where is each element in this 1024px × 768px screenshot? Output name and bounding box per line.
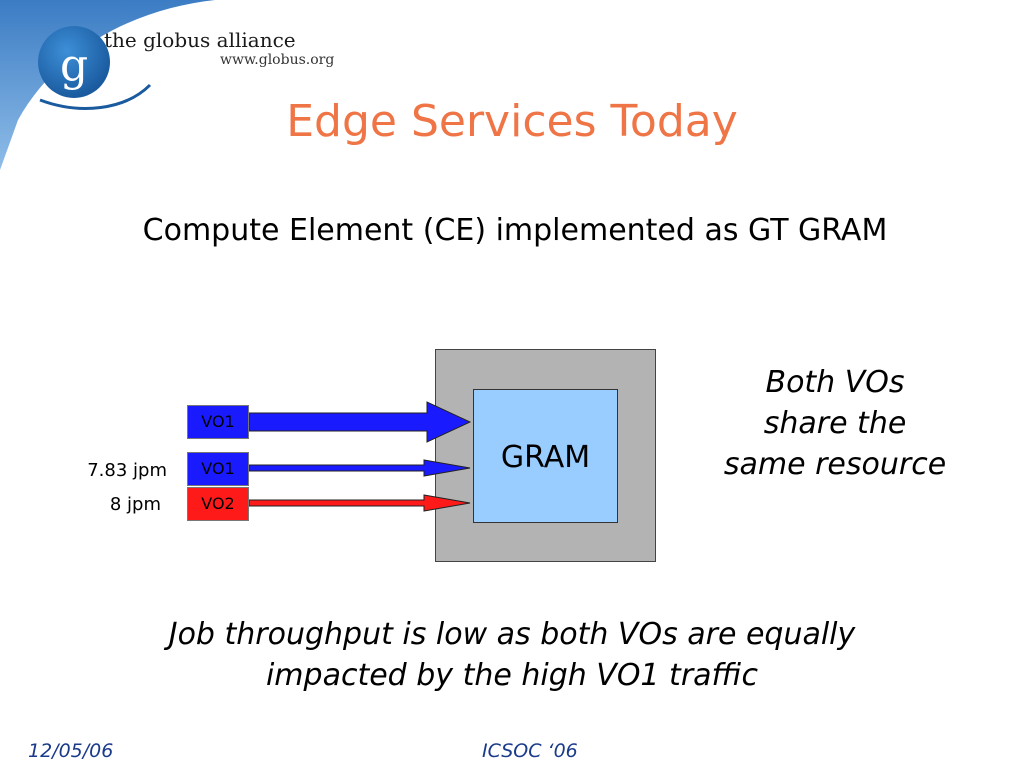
- slide-title: Edge Services Today: [286, 96, 738, 147]
- footer-event: ICSOC ‘06: [482, 740, 578, 762]
- gram-label: GRAM: [500, 440, 591, 475]
- vo1-thick-arrow: [248, 401, 472, 443]
- conclusion: Job throughput is low as both VOs are eq…: [0, 614, 1024, 696]
- vo2-rate: 8 jpm: [109, 494, 161, 515]
- side-note: Both VOs share the same resource: [700, 362, 970, 485]
- vo1-box-high: VO1: [187, 405, 249, 439]
- side-note-line: share the: [763, 406, 907, 441]
- side-note-line: same resource: [723, 447, 947, 482]
- gram-box: [473, 389, 618, 523]
- slide-subtitle: Compute Element (CE) implemented as GT G…: [142, 213, 888, 248]
- logo-letter: g: [60, 40, 88, 91]
- globus-logo: g: [0, 0, 215, 170]
- vo2-thin-arrow: [248, 494, 471, 512]
- conclusion-line: impacted by the high VO1 traffic: [265, 658, 759, 693]
- conclusion-line: Job throughput is low as both VOs are eq…: [168, 617, 856, 652]
- vo2-box: VO2: [187, 487, 249, 521]
- footer-date: 12/05/06: [28, 740, 114, 762]
- logo-name: the globus alliance: [104, 28, 296, 52]
- side-note-line: Both VOs: [765, 365, 905, 400]
- vo1-box: VO1: [187, 452, 249, 486]
- logo-url: www.globus.org: [220, 52, 335, 68]
- vo1-rate: 7.83 jpm: [87, 460, 167, 481]
- vo1-thin-arrow: [248, 459, 471, 477]
